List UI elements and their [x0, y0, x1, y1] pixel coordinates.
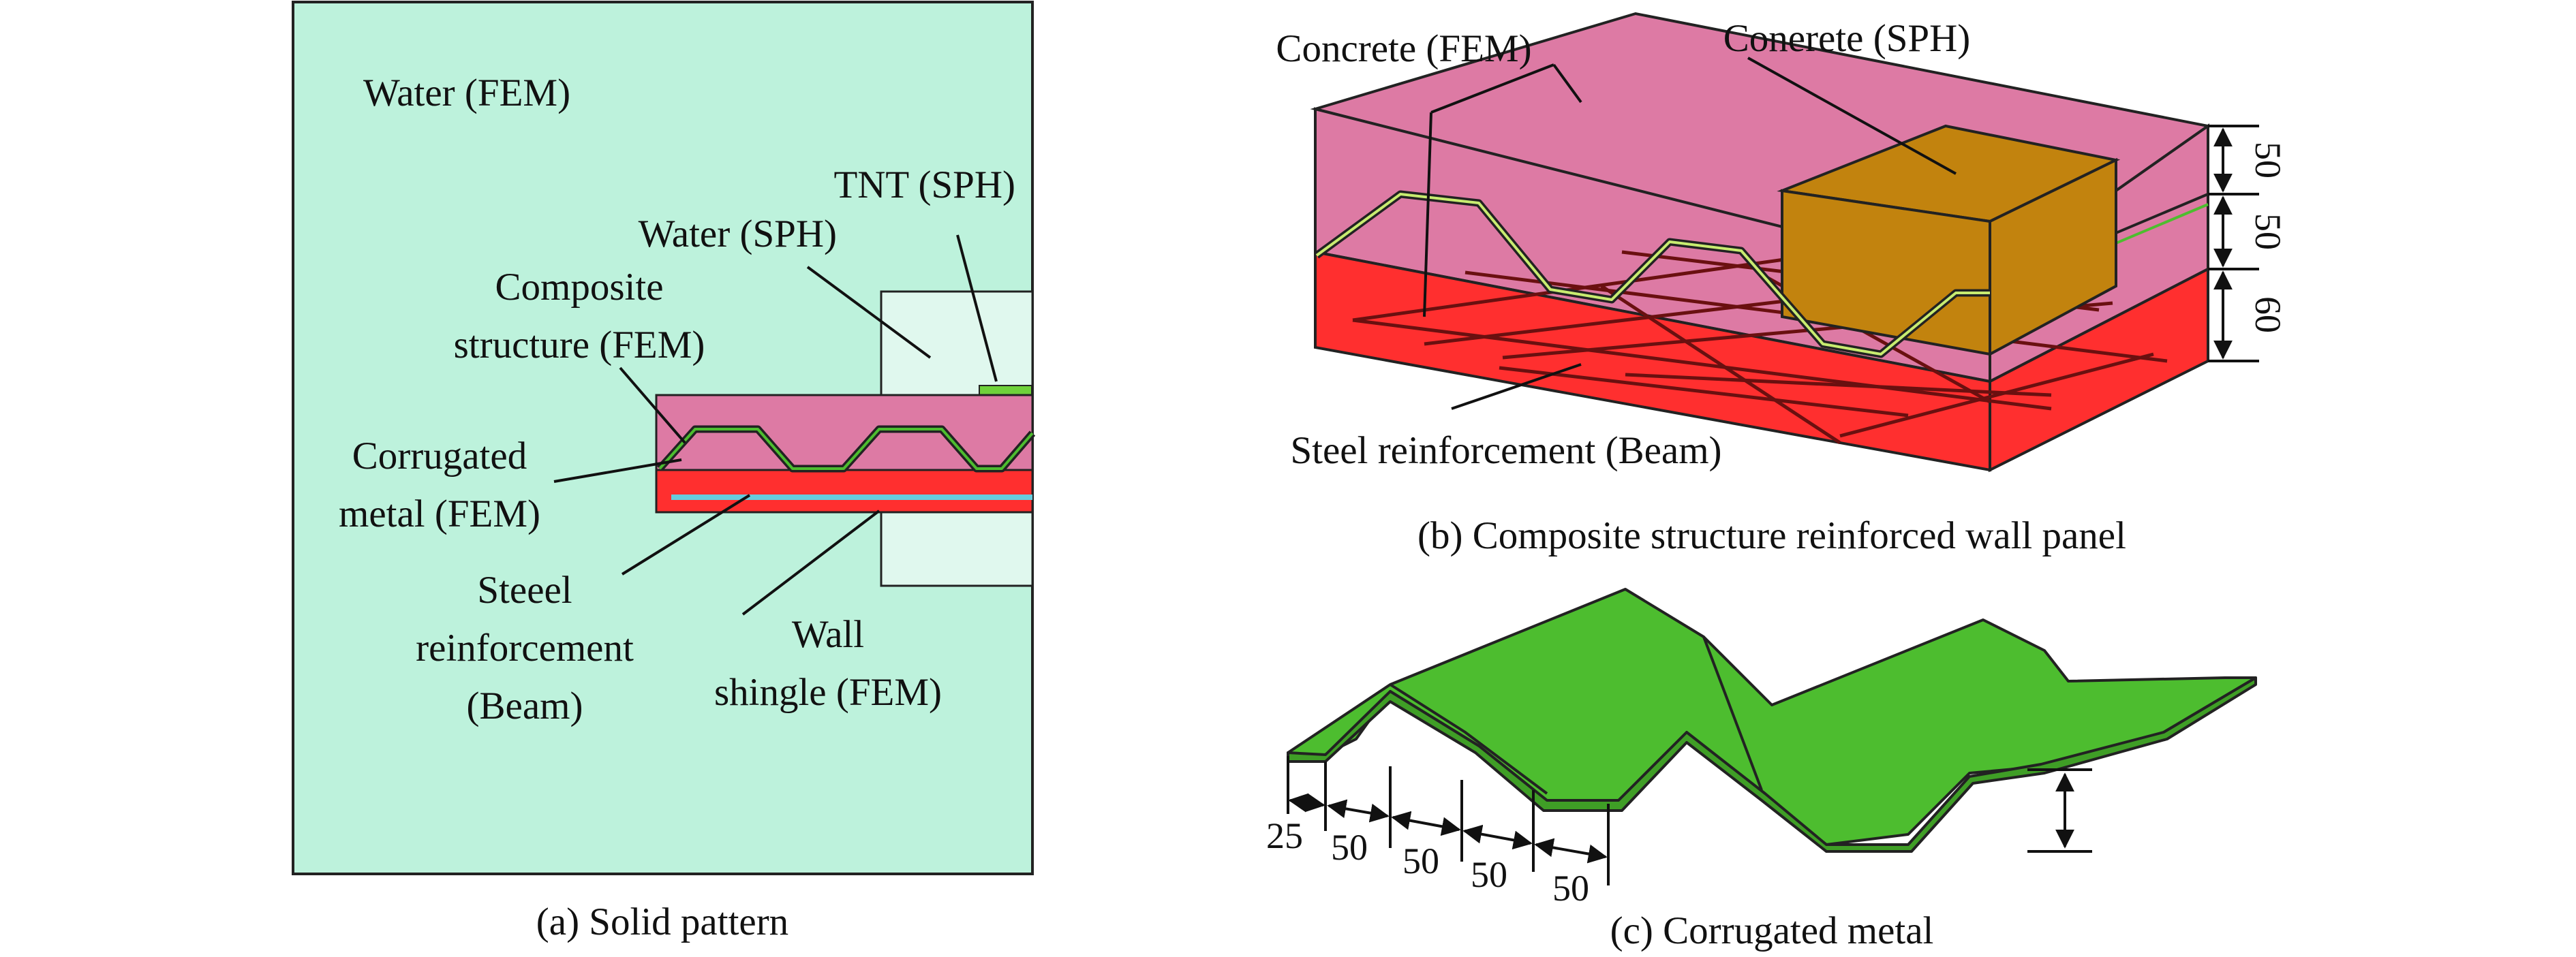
- dim-b-2: 60: [2248, 296, 2288, 333]
- label-wall-line2: shingle (FEM): [714, 671, 942, 714]
- dimension-bar-c: [1287, 756, 2092, 885]
- label-corrugated-line1: Corrugated: [352, 435, 527, 477]
- leader-concrete-fem-2: [1423, 112, 1432, 317]
- dim-c-1: 50: [1331, 827, 1368, 868]
- leader-composite: [619, 366, 686, 444]
- leader-steel: [621, 494, 751, 576]
- leader-tnt: [956, 234, 998, 382]
- dim-c-3: 50: [1471, 854, 1507, 895]
- label-composite-line2: structure (FEM): [454, 324, 705, 366]
- leader-corrugated: [553, 458, 682, 483]
- panel-c-corrugated-metal: 25 50 50 50 50 (c) Corrugated metal: [1266, 588, 2257, 952]
- dim-c-0: 25: [1266, 815, 1303, 856]
- label-wall-line1: Wall: [792, 613, 864, 656]
- wall-shingle-layer: [655, 469, 1034, 514]
- panel-b-wall-panel: Concrete (FEM) Conerete (SPH) Steel rein…: [1276, 12, 2288, 557]
- caption-panel-c: (c) Corrugated metal: [1610, 909, 1934, 952]
- label-water-fem: Water (FEM): [363, 72, 570, 114]
- leader-wall-shingle: [741, 509, 880, 616]
- label-steel-line3: (Beam): [467, 685, 583, 727]
- label-steel-line2: reinforcement: [416, 627, 634, 670]
- leader-water-sph: [806, 266, 932, 359]
- tnt-charge: [979, 385, 1032, 396]
- dim-c-4: 50: [1552, 868, 1589, 909]
- sph-block-side: [1989, 157, 2117, 357]
- label-steel-b: Steel reinforcement (Beam): [1290, 429, 1721, 472]
- label-tnt-sph: TNT (SPH): [833, 163, 1015, 206]
- dimension-bar-b: [2208, 125, 2259, 362]
- label-concrete-fem: Concrete (FEM): [1276, 27, 1531, 70]
- leader-steel-b: [1451, 363, 1582, 410]
- leader-concrete-fem-3: [1430, 63, 1554, 114]
- dim-c-2: 50: [1402, 841, 1439, 881]
- caption-panel-b: (b) Composite structure reinforced wall …: [1417, 514, 2126, 557]
- label-composite-line1: Composite: [495, 266, 663, 309]
- dim-b-0: 50: [2248, 142, 2288, 178]
- leader-concrete-fem-1: [1552, 63, 1582, 104]
- corrugated-sheet-front: [1287, 676, 2257, 853]
- label-concrete-sph: Conerete (SPH): [1723, 17, 1971, 60]
- caption-panel-a: (a) Solid pattern: [536, 900, 788, 943]
- label-water-sph: Water (SPH): [639, 213, 837, 255]
- label-corrugated-line2: metal (FEM): [339, 492, 540, 535]
- label-steel-line1: Steeel: [477, 569, 572, 612]
- leader-concrete-sph: [1747, 57, 1957, 175]
- dim-b-1: 50: [2248, 213, 2288, 250]
- panel-a-solid-pattern: Water (FEM) TNT (SPH) Water (SPH) Compos…: [292, 1, 1036, 943]
